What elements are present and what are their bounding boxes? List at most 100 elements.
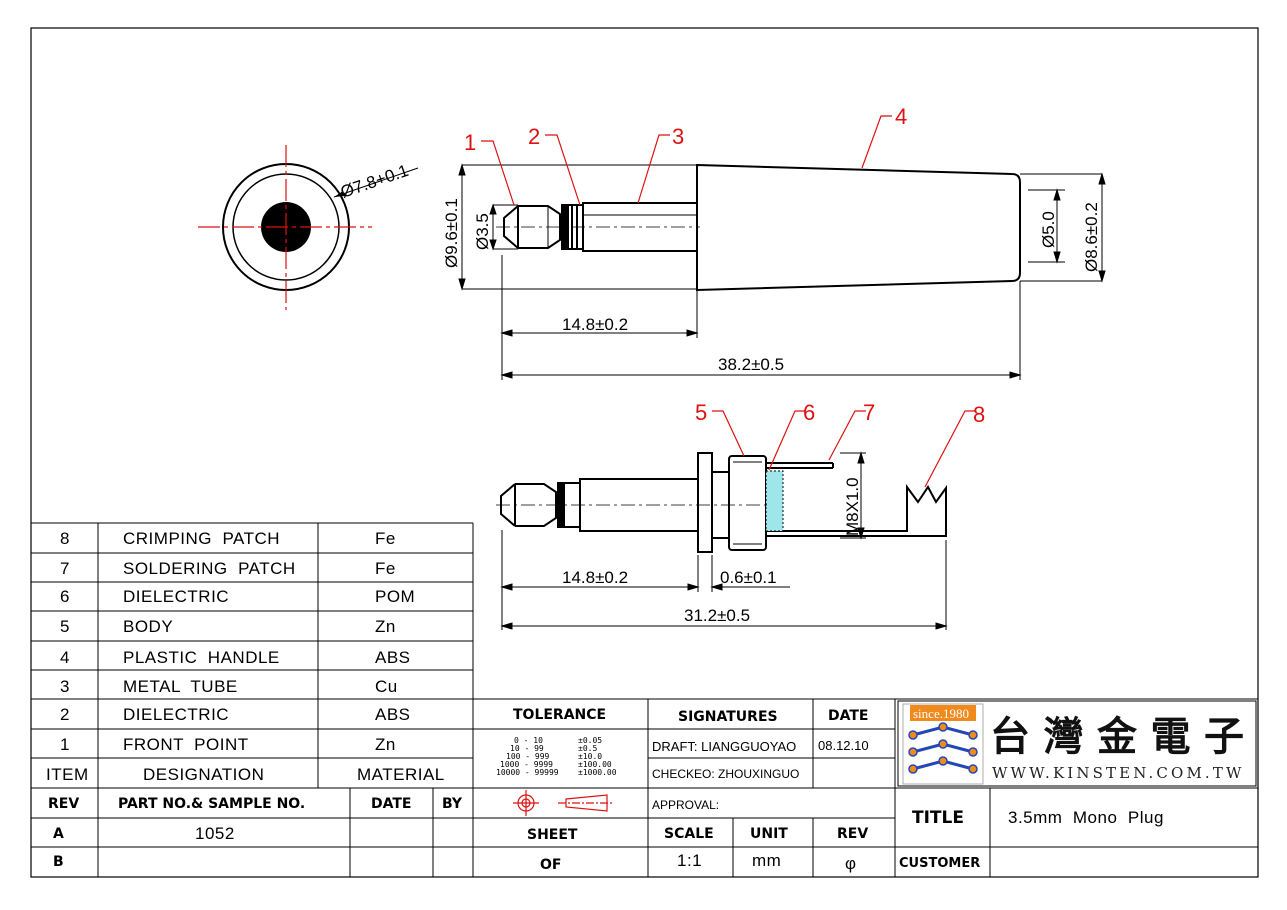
tolerance-value: ±10.0 [578,752,602,761]
end-view [198,145,419,310]
tolerance-value: ±1000.00 [578,768,617,777]
tolerance-block: TOLERANCE 0 - 10 ±0.05 10 - 99 ±0.5 100 … [496,707,617,777]
parts-designation: METAL TUBE [123,677,238,696]
signatures-date-header: DATE [828,708,868,724]
plug-side-view [503,163,1021,292]
total-length-dim-2: 31.2±0.5 [684,606,750,625]
part-no-a: 1052 [195,824,235,843]
tolerance-value: ±100.00 [578,760,612,769]
parts-item: 8 [60,529,70,548]
title-block-grid [473,698,1258,877]
parts-item: 5 [60,617,70,636]
front-length-dim: 14.8±0.2 [562,315,628,334]
parts-material: Fe [375,529,396,548]
parts-material: POM [375,587,415,606]
top-dimension-lines [458,163,1106,380]
part-no-header: PART NO.& SAMPLE NO. [118,796,305,812]
callout-3: 3 [672,124,684,149]
tolerance-value: ±0.05 [578,736,602,745]
parts-designation: DIELECTRIC [123,705,229,724]
date-header: DATE [371,796,411,812]
rev-label: REV [837,826,868,842]
customer-label: CUSTOMER [899,856,980,871]
body-dia-dim: Ø9.6±0.1 [442,198,461,268]
handle-outer-dia-dim: Ø8.6±0.2 [1082,202,1101,272]
tolerance-range: 10000 - 99999 [496,768,559,777]
of-label: OF [540,857,561,873]
outer-dia-dim: Ø7.8+0.1 [338,161,411,202]
callout-leaders-bottom [712,410,976,488]
front-length-dim-2: 14.8±0.2 [562,568,628,587]
parts-material: Zn [375,735,396,754]
callout-8: 8 [973,402,985,427]
parts-designation: PLASTIC HANDLE [123,648,280,667]
company-logo: since.1980 台灣金電子 WWW.KINSTEN.COM.TW [897,700,1257,787]
plug-internal-view [500,452,947,553]
parts-designation: CRIMPING PATCH [123,529,280,548]
tolerance-range: 10 - 99 [510,744,544,753]
projection-symbol-icon [513,790,612,816]
parts-material: ABS [375,648,411,667]
tip-dia-dim: Ø3.5 [473,213,492,250]
by-header: BY [442,796,463,812]
callout-7: 7 [863,400,875,425]
tolerance-range: 100 - 999 [506,752,550,761]
company-url: WWW.KINSTEN.COM.TW [992,764,1242,782]
parts-item: 2 [60,705,70,724]
callout-4: 4 [895,104,907,129]
title-label: TITLE [912,808,964,828]
unit-value: mm [752,851,781,870]
tolerance-value: ±0.5 [578,744,597,753]
draft-signature: DRAFT: LIANGGUOYAO [652,739,796,754]
rev-a: A [53,826,64,842]
parts-header-designation: DESIGNATION [143,765,264,784]
total-length-dim: 38.2±0.5 [718,355,784,374]
drawing-frame [30,27,1259,878]
company-name-cn: 台灣金電子 [990,713,1244,760]
parts-designation: SOLDERING PATCH [123,559,296,578]
callout-1: 1 [464,130,476,155]
scale-label: SCALE [664,826,714,842]
tolerance-title: TOLERANCE [513,707,606,723]
rev-b: B [53,854,64,870]
flange-dim: 0.6±0.1 [720,568,777,587]
parts-list-table: 8 CRIMPING PATCH Fe 7 SOLDERING PATCH Fe… [46,529,445,784]
parts-material: Fe [375,559,396,578]
revision-table: REV PART NO.& SAMPLE NO. DATE BY A 1052 … [48,796,463,870]
parts-item: 7 [60,559,70,578]
parts-item: 4 [60,648,70,667]
callout-2: 2 [528,124,540,149]
dielectric-insert [765,470,784,532]
tolerance-range: 0 - 10 [514,736,543,745]
rev-value: φ [845,854,857,873]
parts-item: 1 [60,735,70,754]
parts-material: Zn [375,617,396,636]
company-since: since.1980 [913,706,969,721]
parts-designation: DIELECTRIC [123,587,229,606]
parts-item: 6 [60,587,70,606]
parts-designation: BODY [123,617,173,636]
callout-5: 5 [695,400,707,425]
parts-designation: FRONT POINT [123,735,249,754]
callout-6: 6 [803,400,815,425]
callout-leaders-top [481,115,892,206]
signatures-title: SIGNATURES [678,709,778,725]
unit-label: UNIT [750,826,788,842]
rev-header: REV [48,796,79,812]
scale-value: 1:1 [677,851,702,870]
draft-date: 08.12.10 [818,738,869,753]
checked-signature: CHECKEO: ZHOUXINGUO [652,767,799,781]
approval-label: APPROVAL: [652,798,719,812]
title-value: 3.5mm Mono Plug [1008,808,1164,827]
thread-dim: M8X1.0 [843,477,862,536]
parts-item: 3 [60,677,70,696]
sheet-label: SHEET [527,827,578,843]
parts-header-item: ITEM [46,765,89,784]
tolerance-range: 1000 - 9999 [500,760,553,769]
bottom-dimension-lines [500,451,948,630]
parts-material: Cu [375,677,398,696]
parts-header-material: MATERIAL [357,765,445,784]
handle-inner-dia-dim: Ø5.0 [1039,211,1058,248]
parts-material: ABS [375,705,411,724]
